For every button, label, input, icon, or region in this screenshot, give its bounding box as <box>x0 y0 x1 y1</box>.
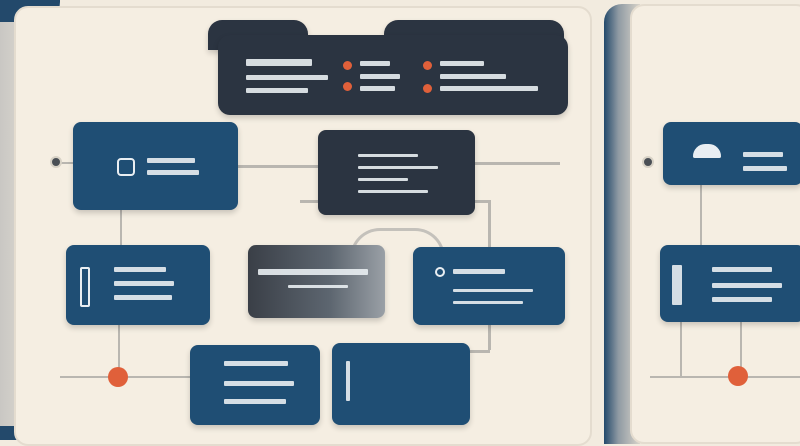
connector <box>680 322 682 377</box>
connector <box>120 210 122 245</box>
connector-node <box>50 156 62 168</box>
status-dot <box>728 366 748 386</box>
summary-node[interactable] <box>218 35 568 115</box>
connector <box>470 350 490 353</box>
settings-icon <box>435 267 445 277</box>
cloud-node[interactable] <box>663 122 800 185</box>
network-icon <box>117 158 135 176</box>
connector <box>55 162 73 164</box>
status-dot <box>108 367 128 387</box>
list-node-right[interactable] <box>660 245 800 322</box>
detail-node[interactable] <box>248 245 385 318</box>
cloud-icon <box>693 144 721 158</box>
connector <box>650 376 800 378</box>
connector <box>700 185 702 245</box>
connector <box>118 325 120 375</box>
right-panel <box>630 4 800 444</box>
connector <box>475 162 560 165</box>
network-node[interactable] <box>73 122 238 210</box>
output-node[interactable] <box>332 343 470 425</box>
connector <box>740 322 742 377</box>
data-node[interactable] <box>190 345 320 425</box>
connector-node <box>642 156 654 168</box>
connector <box>238 165 318 168</box>
process-node[interactable] <box>318 130 475 215</box>
list-node[interactable] <box>66 245 210 325</box>
settings-node[interactable] <box>413 247 565 325</box>
list-icon <box>80 267 90 307</box>
